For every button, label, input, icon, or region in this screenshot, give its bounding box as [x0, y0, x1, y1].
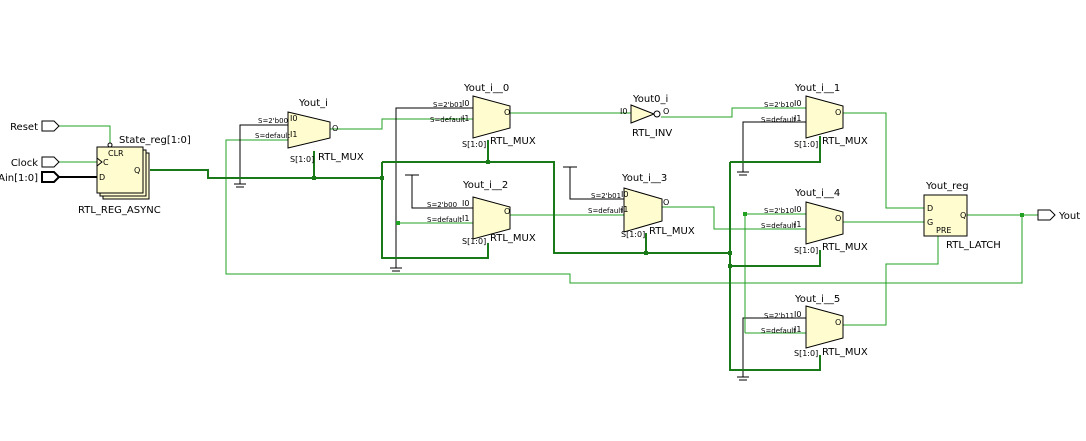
inverter-name: Yout0_i: [632, 94, 668, 105]
inverter-type: RTL_INV: [632, 128, 672, 139]
mux-type: RTL_MUX: [822, 242, 868, 253]
port-yout-label: Yout: [1058, 211, 1080, 222]
mux-port: I0: [794, 310, 801, 319]
mux-type: RTL_MUX: [822, 347, 868, 358]
mux-port: S[1:0]: [462, 140, 486, 149]
latch-port: G: [927, 218, 933, 227]
mux-port: S[1:0]: [621, 230, 645, 239]
mux-port: S[1:0]: [794, 246, 818, 255]
mux-port: O: [835, 108, 841, 117]
mux-sel-value: S=default: [430, 116, 465, 124]
port-clock-label: Clock: [11, 158, 38, 169]
port-ain-label: Ain[1:0]: [0, 173, 38, 184]
state-reg-clr: CLR: [108, 149, 124, 158]
mux-type: RTL_MUX: [318, 152, 364, 163]
mux-port: O: [332, 124, 338, 133]
state-reg-d: D: [99, 173, 105, 182]
mux-name: Yout_i__1: [794, 83, 840, 94]
mux-port: I1: [794, 325, 801, 334]
mux-type: RTL_MUX: [490, 233, 536, 244]
mux-port: I1: [794, 220, 801, 229]
latch-port: D: [927, 204, 933, 213]
mux-sel-value: S=default: [761, 327, 796, 335]
mux-port: I1: [462, 114, 469, 123]
state-reg-cell[interactable]: CLR C D Q State_reg[1:0] RTL_REG_ASYNC: [78, 135, 191, 216]
mux-sel-value: S=default: [427, 216, 462, 224]
mux-yout-i-4[interactable]: Yout_i__4 S=2'b10 S=default I0 I1 O S[1:…: [761, 188, 868, 255]
state-reg-type: RTL_REG_ASYNC: [78, 205, 161, 216]
mux-type: RTL_MUX: [822, 136, 868, 147]
mux-port: S[1:0]: [462, 237, 486, 246]
state-reg-q: Q: [134, 166, 140, 175]
junction-dots: [312, 160, 1024, 268]
latch-name: Yout_reg: [925, 181, 969, 192]
latch-port: PRE: [936, 226, 951, 235]
mux-sel-value: S=2'b10: [764, 101, 794, 109]
inverter-yout0-i[interactable]: Yout0_i I0 O RTL_INV: [620, 94, 672, 139]
inverter-port: I0: [620, 107, 627, 116]
mux-name: Yout_i__4: [794, 188, 840, 199]
mux-port: O: [835, 214, 841, 223]
mux-sel-value: S=default: [761, 116, 796, 124]
mux-port: I0: [794, 99, 801, 108]
mux-port: I1: [290, 130, 297, 139]
mux-name: Yout_i: [298, 98, 328, 109]
mux-yout-i[interactable]: Yout_i S=2'b00 S=default I0 I1 O S[1:0] …: [255, 98, 364, 164]
mux-name: Yout_i__3: [621, 173, 667, 184]
latch-port: Q: [960, 211, 966, 220]
mux-port: I0: [621, 190, 628, 199]
mux-port: I1: [621, 205, 628, 214]
mux-port: O: [504, 207, 510, 216]
latch-yout-reg[interactable]: Yout_reg D G Q PRE RTL_LATCH: [923, 181, 1001, 251]
mux-port: I1: [462, 214, 469, 223]
mux-name: Yout_i__0: [463, 83, 509, 94]
mux-sel-value: S=default: [255, 132, 290, 140]
state-reg-name: State_reg[1:0]: [119, 135, 191, 146]
port-ain[interactable]: Ain[1:0]: [0, 171, 97, 184]
port-yout[interactable]: Yout: [1037, 209, 1080, 222]
mux-port: S[1:0]: [794, 349, 818, 358]
latch-type: RTL_LATCH: [946, 240, 1001, 251]
mux-port: O: [835, 318, 841, 327]
inverter-port: O: [663, 107, 669, 116]
mux-type: RTL_MUX: [490, 136, 536, 147]
mux-port: I0: [462, 199, 469, 208]
mux-yout-i-1[interactable]: Yout_i__1 S=2'b10 S=default I0 I1 O S[1:…: [761, 83, 868, 149]
mux-sel-value: S=2'b01: [591, 192, 621, 200]
mux-yout-i-0[interactable]: Yout_i__0 S=2'b01 S=default I0 I1 O S[1:…: [430, 83, 536, 149]
mux-sel-value: S=2'b11: [764, 312, 794, 320]
mux-port: S[1:0]: [794, 140, 818, 149]
mux-port: I0: [462, 99, 469, 108]
signal-wires: [58, 107, 1038, 377]
mux-type: RTL_MUX: [649, 226, 695, 237]
mux-yout-i-5[interactable]: Yout_i__5 S=2'b11 S=default I0 I1 O S[1:…: [761, 294, 868, 358]
mux-port: I0: [290, 114, 297, 123]
mux-port: I1: [794, 114, 801, 123]
mux-name: Yout_i__5: [794, 294, 840, 305]
mux-name: Yout_i__2: [462, 180, 508, 191]
mux-yout-i-3[interactable]: Yout_i__3 S=2'b01 S=default I0 I1 O S[1:…: [588, 173, 695, 239]
port-reset[interactable]: Reset: [10, 120, 60, 133]
state-reg-c: C: [103, 158, 109, 167]
mux-port: I0: [794, 205, 801, 214]
mux-port: O: [504, 108, 510, 117]
mux-sel-value: S=2'b10: [764, 207, 794, 215]
port-reset-label: Reset: [10, 122, 38, 133]
mux-sel-value: S=2'b01: [433, 101, 463, 109]
mux-yout-i-2[interactable]: Yout_i__2 S=2'b00 S=default I0 I1 O S[1:…: [427, 180, 536, 246]
mux-sel-value: S=default: [761, 222, 796, 230]
mux-sel-value: S=2'b00: [427, 201, 457, 209]
ground-symbols: [234, 171, 749, 381]
port-clock[interactable]: Clock: [11, 156, 60, 169]
mux-sel-value: S=default: [588, 207, 623, 215]
mux-port: S[1:0]: [290, 155, 314, 164]
mux-sel-value: S=2'b00: [258, 117, 288, 125]
state-bus: [150, 136, 821, 371]
mux-port: O: [663, 198, 669, 207]
